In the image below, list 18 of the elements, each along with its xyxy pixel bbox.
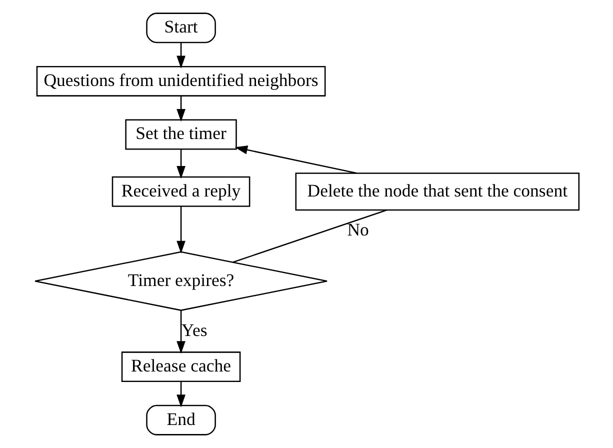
node-diamond: Timer expires?: [34, 251, 328, 311]
arrow: [176, 381, 185, 408]
arrow: [176, 42, 185, 68]
arrow: [176, 96, 185, 122]
node-box: Start: [146, 12, 216, 44]
connector: [232, 209, 386, 263]
arrow: [176, 310, 185, 354]
node-box: Set the timer: [124, 119, 236, 150]
arrow: [234, 146, 356, 174]
node-box: End: [146, 404, 216, 436]
edge-label: No: [346, 220, 368, 240]
node-box: Questions from unidentified neighbors: [36, 66, 326, 96]
node-box: Received a reply: [111, 176, 250, 207]
node-box: Delete the node that sent the consent: [294, 172, 580, 211]
node-box: Release cache: [120, 352, 240, 382]
arrow: [176, 150, 185, 179]
arrow: [176, 206, 185, 254]
edge-label: Yes: [180, 320, 207, 340]
